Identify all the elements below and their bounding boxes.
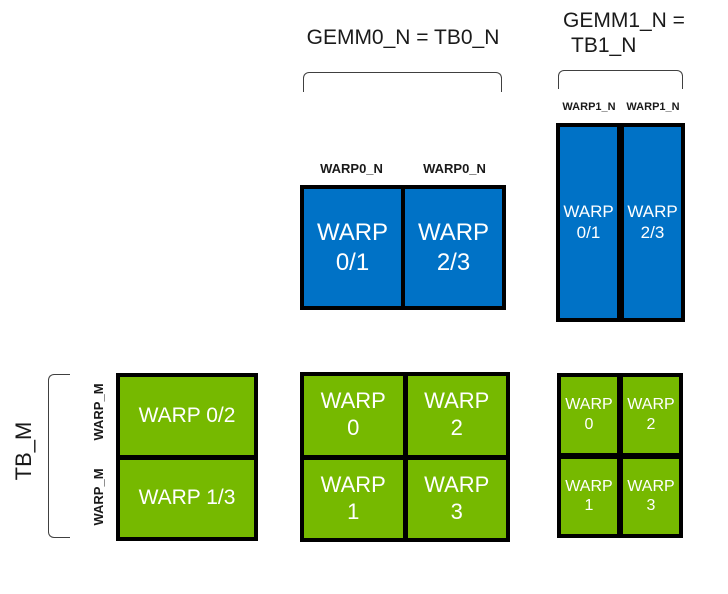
- tb-m-warp-box: WARP 0/2 WARP 1/3: [116, 373, 258, 541]
- cell-text-line1: WARP: [424, 471, 490, 497]
- cell-text-line2: 3: [450, 498, 463, 524]
- warp0-n-label-left: WARP0_N: [320, 161, 383, 176]
- cell-text: WARP 1/3: [138, 486, 236, 510]
- gemm0-warp-box: WARP 0/1 WARP 2/3: [300, 185, 506, 310]
- tb-m-label: TB_M: [11, 421, 36, 481]
- gemm0-warp01-cell: WARP 0/1: [304, 189, 401, 306]
- cell-text-line2: 2/3: [436, 248, 471, 276]
- warp1-n-label-right: WARP1_N: [626, 101, 680, 113]
- warp2-cell: WARP 2: [623, 377, 679, 453]
- cell-text-line1: WARP: [565, 396, 613, 414]
- warp0-cell: WARP 0: [304, 376, 403, 455]
- cell-text-line2: 2: [646, 415, 656, 433]
- warp02-cell: WARP 0/2: [120, 377, 254, 455]
- gemm1-warp-box: WARP 0/1 WARP 2/3: [556, 123, 685, 322]
- gemm0-n-bracket: [303, 72, 502, 92]
- cell-text-line2: 0/1: [335, 248, 370, 276]
- warp2-cell: WARP 2: [407, 376, 506, 455]
- tb-m-bracket: [48, 374, 70, 538]
- cell-text-line2: 1: [347, 498, 360, 524]
- cell-text-line2: 3: [646, 497, 656, 515]
- warp1-n-label-left: WARP1_N: [562, 101, 616, 113]
- cell-text-line1: WARP: [424, 388, 490, 414]
- gemm1-warp-grid: WARP 0 WARP 2 WARP 1 WARP 3: [557, 373, 683, 538]
- gemm0-warp-grid: WARP 0 WARP 2 WARP 1 WARP 3: [300, 372, 510, 542]
- cell-text-line1: WARP: [563, 201, 614, 221]
- cell-text-line2: 0: [347, 415, 360, 441]
- gemm0-title: GEMM0_N = TB0_N: [306, 26, 500, 49]
- cell-text-line1: WARP: [627, 396, 675, 414]
- cell-text-line1: WARP: [417, 219, 490, 247]
- warp3-cell: WARP 3: [623, 458, 679, 534]
- warp0-n-label-right: WARP0_N: [423, 161, 486, 176]
- gemm1-title: GEMM1_N = TB1_N: [563, 8, 699, 58]
- cell-text-line1: WARP: [316, 219, 389, 247]
- cell-text-line2: 1: [584, 497, 594, 515]
- gemm1-n-bracket: [558, 70, 683, 89]
- cell-text-line2: 0/1: [576, 222, 601, 242]
- cell-text-line2: 0: [584, 415, 594, 433]
- cell-text-line1: WARP: [320, 388, 386, 414]
- warp13-cell: WARP 1/3: [120, 459, 254, 537]
- cell-text-line1: WARP: [627, 477, 675, 495]
- warp-m-label-top: WARP_M: [91, 383, 106, 441]
- gemm1-warp01-cell: WARP 0/1: [560, 127, 617, 318]
- gemm1-warp23-cell: WARP 2/3: [624, 127, 681, 318]
- cell-text-line1: WARP: [627, 201, 678, 221]
- gemm0-warp23-cell: WARP 2/3: [405, 189, 502, 306]
- cell-text: WARP 0/2: [138, 403, 236, 427]
- warp-m-label-bottom: WARP_M: [91, 468, 106, 526]
- cell-text-line2: 2/3: [640, 222, 665, 242]
- cell-text-line1: WARP: [565, 477, 613, 495]
- gemm1-title-line2: TB1_N: [571, 34, 637, 57]
- warp3-cell: WARP 3: [407, 459, 506, 538]
- gemm1-title-line1: GEMM1_N =: [563, 9, 685, 32]
- warp1-cell: WARP 1: [304, 459, 403, 538]
- warp1-cell: WARP 1: [561, 458, 617, 534]
- cell-text-line2: 2: [450, 415, 463, 441]
- cell-text-line1: WARP: [320, 471, 386, 497]
- warp0-cell: WARP 0: [561, 377, 617, 453]
